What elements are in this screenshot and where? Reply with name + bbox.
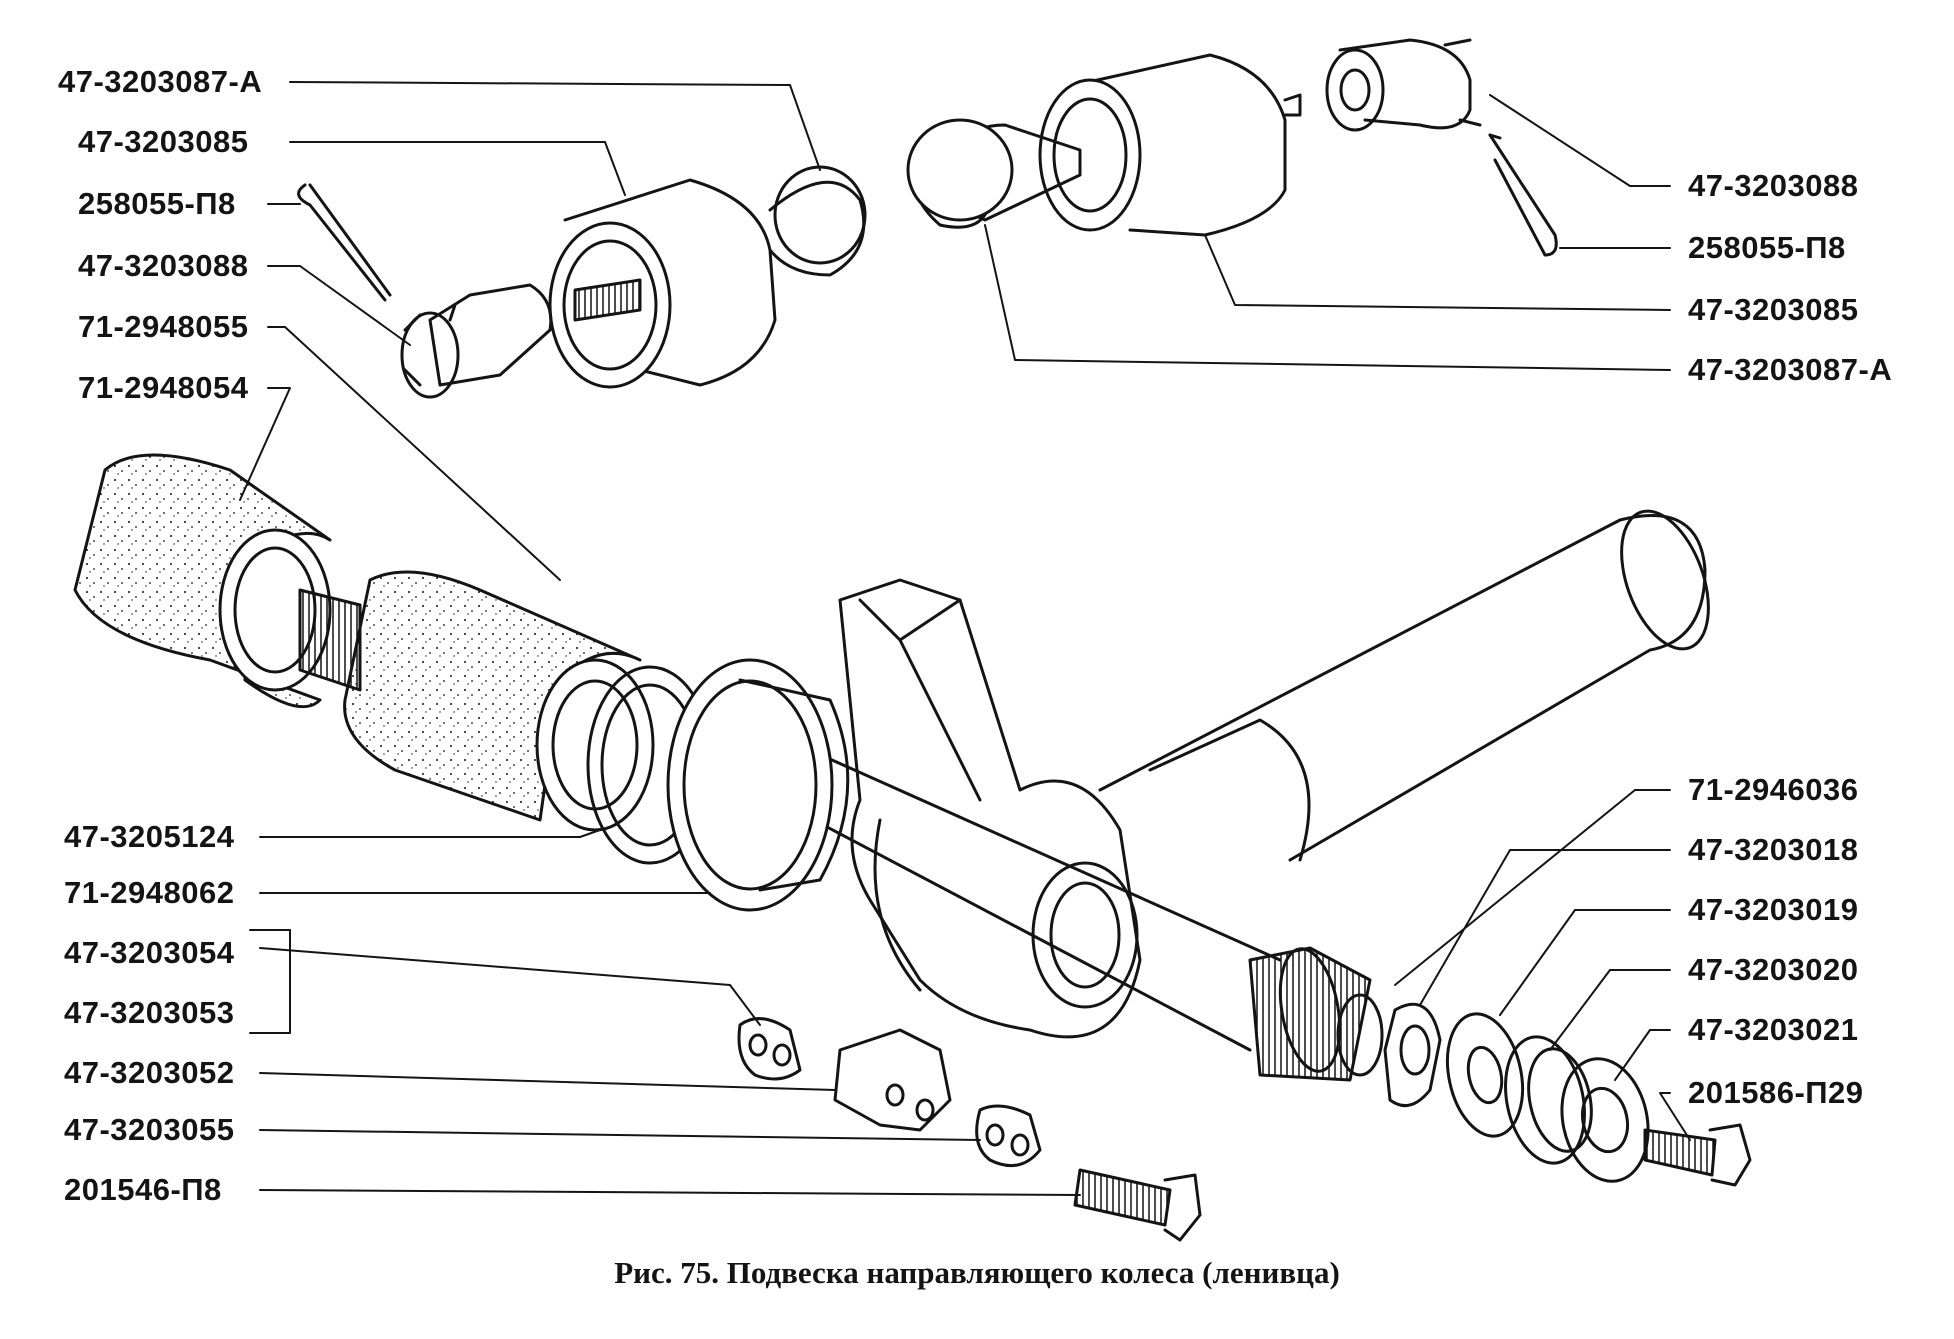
label-47-3203087-a-left: 47-3203087-А: [58, 64, 263, 99]
locking-plate-47-3203053: [737, 1017, 802, 1081]
label-47-3203018: 47-3203018: [1688, 832, 1859, 867]
label-47-3203085-right: 47-3203085: [1688, 292, 1859, 327]
label-201586-p29: 201586-П29: [1688, 1075, 1864, 1110]
label-201546-p8: 201546-П8: [64, 1172, 222, 1207]
label-47-3205124: 47-3205124: [64, 819, 235, 854]
ball-joint-housing-right: [906, 53, 1302, 237]
cap-washer-47-3203021: [1560, 1057, 1650, 1183]
locking-plate-47-3203055: [975, 1104, 1042, 1168]
label-47-3203088-right: 47-3203088: [1688, 168, 1859, 203]
torsion-shaft: [698, 708, 1384, 1082]
figure-caption: Рис. 75. Подвеска направляющего колеса (…: [614, 1255, 1340, 1290]
label-71-2948062: 71-2948062: [64, 875, 235, 910]
bolt-201586-p29: [1643, 1123, 1752, 1187]
washer-47-3203019: [1446, 1012, 1524, 1138]
inner-bushing-71-2948055: [343, 570, 655, 832]
label-258055-p8-right: 258055-П8: [1688, 230, 1846, 265]
label-47-3203087-a-right: 47-3203087-А: [1688, 352, 1893, 387]
label-71-2948054: 71-2948054: [78, 370, 249, 405]
axle-tube: [1098, 509, 1710, 862]
label-47-3203019: 47-3203019: [1688, 892, 1859, 927]
cotter-pin-right: [1488, 133, 1558, 257]
label-258055-p8-left: 258055-П8: [78, 186, 236, 221]
tab-washer-47-3203018: [1383, 1002, 1442, 1108]
clamp-block-47-3203052: [833, 1028, 952, 1132]
label-47-3203021: 47-3203021: [1688, 1012, 1859, 1047]
label-47-3203053: 47-3203053: [64, 995, 235, 1030]
label-71-2948055: 71-2948055: [78, 309, 249, 344]
sleeve-71-2948062: [666, 658, 850, 912]
cotter-pin-left: [297, 183, 392, 302]
castle-nut-right: [1325, 38, 1482, 132]
label-47-3203085-left: 47-3203085: [78, 124, 249, 159]
label-47-3203052: 47-3203052: [64, 1055, 235, 1090]
outer-bushing-71-2948054: [73, 453, 362, 709]
label-47-3203055: 47-3203055: [64, 1112, 235, 1147]
label-47-3203054: 47-3203054: [64, 935, 235, 970]
castle-nut-left: [400, 283, 553, 399]
bolt-201546-p8: [1073, 1168, 1202, 1242]
leader-lines: [239, 81, 1691, 1196]
label-47-3203088-left: 47-3203088: [78, 248, 249, 283]
label-47-3203020: 47-3203020: [1688, 952, 1859, 987]
ball-joint-housing-left: [548, 165, 867, 389]
label-71-2946036: 71-2946036: [1688, 772, 1859, 807]
